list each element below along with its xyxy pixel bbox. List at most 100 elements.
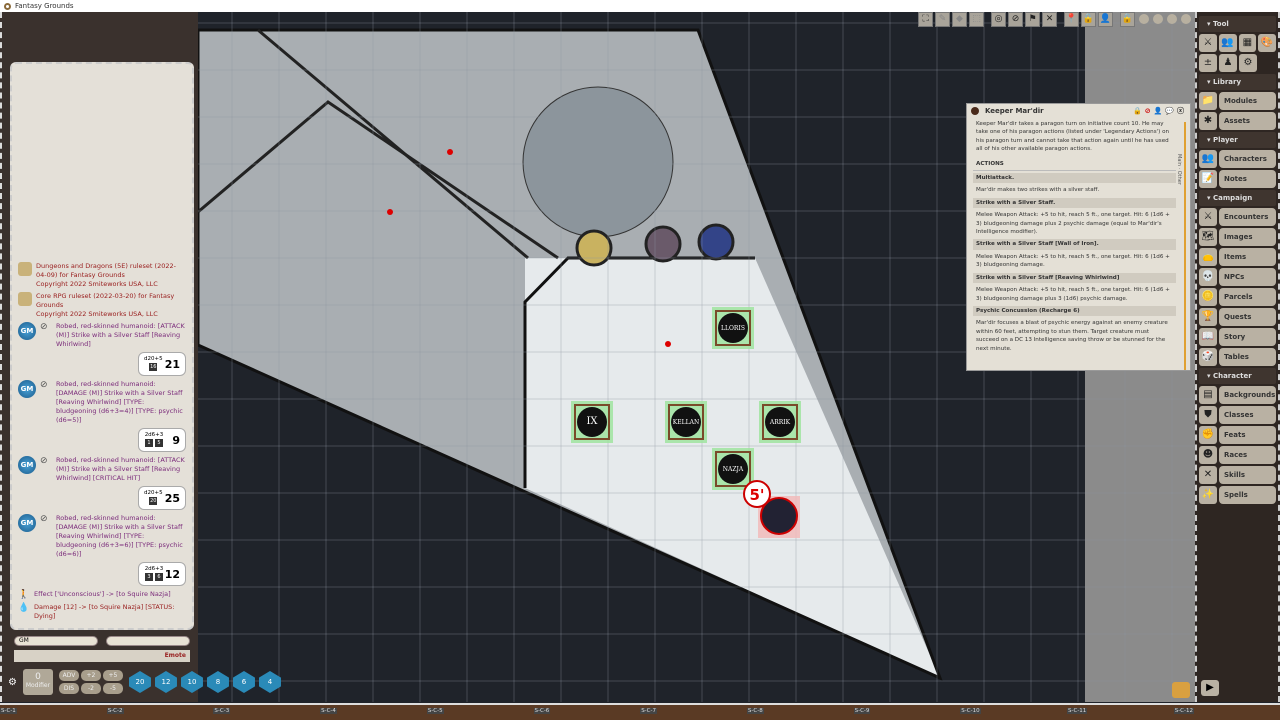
modifier-button-plus5[interactable]: +5 [102,670,123,681]
sidebar-item-assets[interactable]: ✱Assets [1199,112,1276,130]
modifier-button-dis[interactable]: DIS [58,683,79,694]
message-text: Robed, red-skinned humanoid: [DAMAGE (M)… [56,380,186,425]
sidebar-header-player[interactable]: ▾ Player [1199,132,1276,148]
die-d20[interactable]: 20 [128,671,151,693]
die-d6[interactable]: 6 [232,671,255,693]
identity-select[interactable]: GM [14,636,98,646]
token-name-nazja[interactable]: NAZJA [723,466,744,473]
draw-icon[interactable]: ✎ [935,12,950,27]
sidebar-item-skills[interactable]: ✕Skills [1199,466,1276,484]
token-name-kellan[interactable]: KELLAN [673,419,699,426]
spells-icon: ✨ [1199,486,1217,504]
sidebar: ▾ Tool ⚔👥▦🎨 ±♟⚙ ▾ Library 📁Modules ✱Assets… [1195,12,1280,702]
sidebar-header-library[interactable]: ▾ Library [1199,74,1276,90]
token-lock-icon[interactable]: 👤 [1098,12,1113,27]
sidebar-header-character[interactable]: ▾ Character [1199,368,1276,384]
flag-icon[interactable]: ⚑ [1025,12,1040,27]
grid-label: S-C-9 [853,708,871,714]
pointer-2-icon[interactable] [1153,14,1163,24]
sidebar-item-npcs[interactable]: 💀NPCs [1199,268,1276,286]
token-name-lloris[interactable]: LLORIS [721,325,745,332]
language-select[interactable] [106,636,190,646]
sidebar-item-story[interactable]: 📖Story [1199,328,1276,346]
sidebar-item-images[interactable]: 🗺Images [1199,228,1276,246]
window-title: Fantasy Grounds [15,2,74,10]
grid-label: S-C-4 [320,708,337,714]
die-d12[interactable]: 12 [154,671,177,693]
portrait-icon[interactable]: 👤 [1153,106,1163,115]
close-icon[interactable] [1181,14,1191,24]
die-d8[interactable]: 8 [206,671,229,693]
calendar-icon[interactable]: ▦ [1238,34,1257,52]
token-name-arrik[interactable]: ARRIK [769,419,791,426]
modifier-button-minus2[interactable]: -2 [80,683,101,694]
gm-avatar: GM [18,322,36,340]
sidebar-item-quests[interactable]: 🏆Quests [1199,308,1276,326]
npcs-icon: 💀 [1199,268,1217,286]
grid-label: S-C-2 [106,708,124,714]
sidebar-header-campaign[interactable]: ▾ Campaign [1199,190,1276,206]
scrollbar[interactable] [1184,122,1186,370]
mask-icon[interactable]: ◆ [952,12,967,27]
npc-token-icon[interactable] [971,107,979,115]
message-sub: Copyright 2022 Smiteworks USA, LLC [36,310,158,318]
sidebar-item-spells[interactable]: ✨Spells [1199,486,1276,504]
enemy-token[interactable] [760,497,798,535]
portrait-bar-icon[interactable] [1172,682,1190,698]
sidebar-item-modules[interactable]: 📁Modules [1199,92,1276,110]
modifier-button-plus2[interactable]: +2 [80,670,101,681]
modifier-button-minus5[interactable]: -5 [102,683,123,694]
sidebar-item-notes[interactable]: 📝Notes [1199,170,1276,188]
chat-icon[interactable]: 💬 [1165,106,1174,115]
modifiers-icon[interactable]: ± [1199,54,1217,72]
combat-tracker-icon[interactable]: ⚔ [1199,34,1217,52]
message-body: Damage [12] -> [to Squire Nazja] [STATUS… [34,603,175,620]
sidebar-item-tables[interactable]: 🎲Tables [1199,348,1276,366]
map-outline [196,28,943,681]
lock-icon[interactable]: 🔒 [1132,106,1142,115]
options-icon[interactable]: ⚙ [1239,54,1257,72]
visibility-icon[interactable]: ⊘ [1144,106,1151,115]
pin-icon[interactable]: 📍 [1064,12,1079,27]
die-d10[interactable]: 10 [180,671,203,693]
lock-icon-2[interactable]: 🔒 [1120,12,1135,27]
clear-targets-icon[interactable]: ✕ [1042,12,1057,27]
close-icon[interactable]: ⓧ [1177,106,1184,115]
fullscreen-icon[interactable]: ⛶ [918,12,933,27]
sidebar-header-tool[interactable]: ▾ Tool [1199,16,1276,32]
grid-label: S-C-8 [746,708,764,714]
help-icon[interactable] [1167,14,1177,24]
tab-main[interactable]: Main [1176,154,1182,166]
quests-icon: 🏆 [1199,308,1217,326]
token-name-ix[interactable]: IX [586,416,598,427]
modifier-button-adv[interactable]: ADV [58,670,79,681]
settings-icon[interactable]: ⚙ [8,676,17,688]
expand-sidebar-button[interactable]: ▶ [1201,680,1219,696]
sidebar-item-characters[interactable]: 👥Characters [1199,150,1276,168]
sidebar-item-feats[interactable]: ✊Feats [1199,426,1276,444]
effects-icon[interactable]: ♟ [1219,54,1237,72]
sidebar-item-classes[interactable]: ⛊Classes [1199,406,1276,424]
lock-icon[interactable]: 🔒 [1081,12,1096,27]
no-target-icon[interactable]: ⊘ [1008,12,1023,27]
sidebar-item-races[interactable]: ☻Races [1199,446,1276,464]
sidebar-item-encounters[interactable]: ⚔Encounters [1199,208,1276,226]
die-d4[interactable]: 4 [258,671,281,693]
die-result: 3 [145,573,153,581]
chat-input[interactable]: Emote [14,650,190,662]
target-icon[interactable]: ◎ [991,12,1006,27]
sidebar-item-items[interactable]: 👝Items [1199,248,1276,266]
party-sheet-icon[interactable]: 👥 [1218,34,1237,52]
chat-log[interactable]: Dungeons and Dragons (5E) ruleset (2022-… [10,62,194,630]
select-icon[interactable]: ⬚ [969,12,984,27]
tab-other[interactable]: Other [1176,170,1182,185]
grid-label: S-C-7 [640,708,657,714]
colors-icon[interactable]: 🎨 [1258,34,1276,52]
sidebar-item-backgrounds[interactable]: ▤Backgrounds [1199,386,1276,404]
pointer-icon[interactable] [1139,14,1149,24]
die-result: 6 [155,573,163,581]
sidebar-item-parcels[interactable]: 🪙Parcels [1199,288,1276,306]
